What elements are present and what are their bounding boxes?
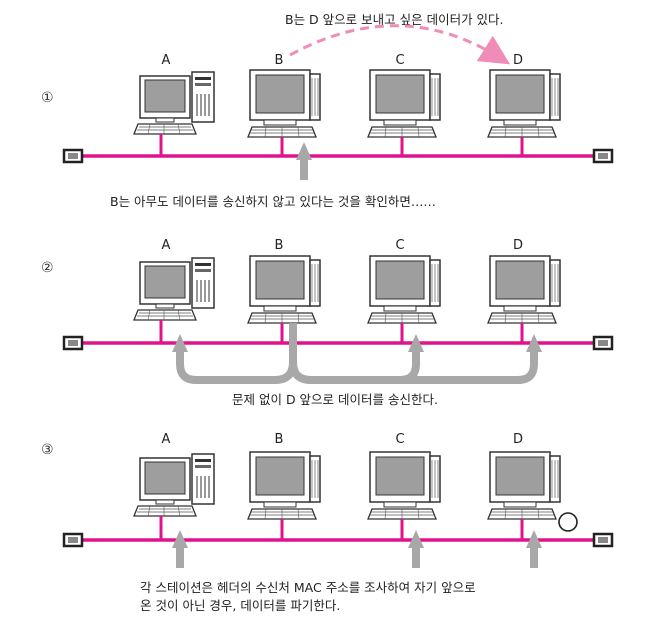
computer-b: [248, 70, 320, 137]
transmission-arrows: [180, 323, 534, 380]
computer-label-a: A: [162, 432, 171, 447]
computer-c: [368, 70, 440, 137]
sensing-arrow: [296, 142, 312, 180]
computer-b: [248, 256, 320, 323]
terminator-right: [594, 534, 612, 546]
computer-b: [248, 452, 320, 519]
computer-label-d: D: [513, 53, 523, 68]
terminator-left: [64, 337, 82, 349]
computer-d: [488, 452, 560, 519]
terminator-left: [64, 150, 82, 162]
computer-label-c: C: [395, 53, 404, 68]
bottom-caption: 문제 없이 D 앞으로 데이터를 송신한다.: [232, 392, 438, 407]
bottom-caption: B는 아무도 데이터를 송신하지 않고 있다는 것을 확인하면……: [110, 194, 436, 209]
terminator-right: [594, 150, 612, 162]
terminator-left: [64, 534, 82, 546]
computer-label-a: A: [162, 238, 171, 253]
computer-d: [488, 256, 560, 323]
computer-label-b: B: [275, 53, 284, 68]
panel-number: ③: [41, 442, 54, 458]
computer-label-b: B: [275, 238, 284, 253]
computer-label-c: C: [395, 238, 404, 253]
bottom-caption-line-2: 온 것이 아닌 경우, 데이터를 파기한다.: [140, 598, 340, 613]
computer-label-d: D: [513, 238, 523, 253]
computer-label-b: B: [275, 432, 284, 447]
panel-2: ② A B C D 문제 없이 D 앞으로 데이터를 송신한다.: [41, 238, 612, 407]
computer-d: [488, 70, 560, 137]
panel-number: ①: [41, 90, 54, 106]
terminator-right: [594, 337, 612, 349]
computer-label-c: C: [395, 432, 404, 447]
computer-label-d: D: [513, 432, 523, 447]
computer-c: [368, 256, 440, 323]
computer-c: [368, 452, 440, 519]
computer-a: [134, 258, 214, 320]
checking-arrows: [172, 530, 542, 568]
bottom-caption-line-1: 각 스테이션은 헤더의 수신처 MAC 주소를 조사하여 자기 앞으로: [140, 580, 476, 595]
panel-1: ① B는 D 앞으로 보내고 싶은 데이터가 있다. A B C D B는 아무…: [41, 12, 612, 209]
computer-label-a: A: [162, 53, 171, 68]
computer-a: [134, 72, 214, 134]
panel-3: ③ A B C D 각 스테이션은 헤더의 수신처 MAC 주소를 조사하여 자…: [41, 432, 612, 613]
accept-circle: [559, 513, 577, 531]
panel-number: ②: [41, 260, 54, 276]
computer-a: [134, 454, 214, 516]
